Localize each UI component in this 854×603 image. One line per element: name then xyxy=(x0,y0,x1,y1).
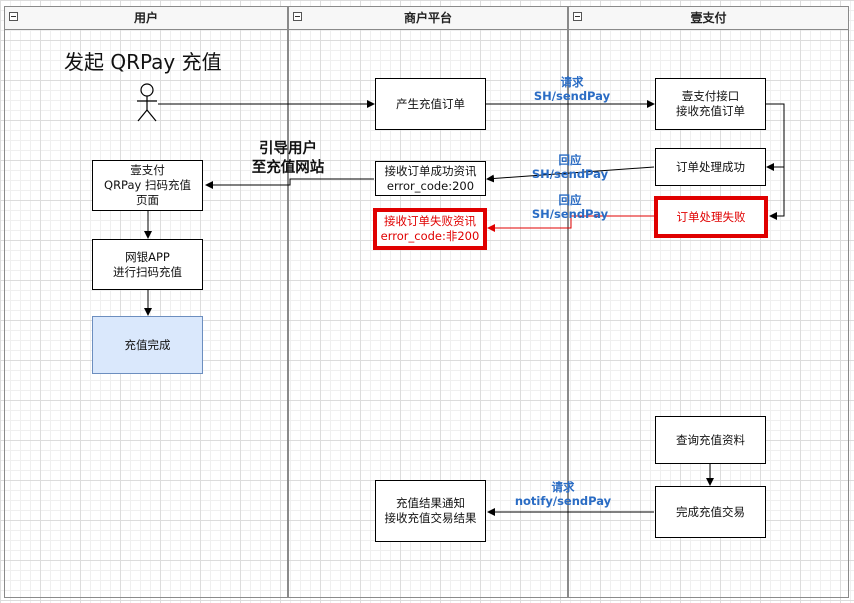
edge-recv-qrpage xyxy=(205,178,374,189)
label-reply-sendpay-success: 回应 SH/sendPay xyxy=(531,153,609,181)
diagram-title: 发起 QRPay 充值 xyxy=(64,50,222,74)
node-query[interactable]: 查询充值资料 xyxy=(655,416,766,464)
label-request-notify: 请求 notify/sendPay xyxy=(514,480,612,508)
collapse-toggle-icon[interactable] xyxy=(573,12,582,21)
lane-title-user: 用户 xyxy=(133,11,158,25)
lane-pay: 壹支付 xyxy=(568,6,849,598)
collapse-toggle-icon[interactable] xyxy=(9,12,18,21)
node-bank-app[interactable]: 网银APP 进行扫码充值 xyxy=(92,239,203,290)
lane-header-merchant: 商户平台 xyxy=(289,7,567,30)
edge-fail-recvfail xyxy=(487,215,654,232)
edge-payapi-fail xyxy=(769,167,785,220)
node-notify[interactable]: 充值结果通知 接收充值交易结果 xyxy=(375,480,486,542)
edge-payapi-success xyxy=(766,103,785,171)
node-order-success[interactable]: 订单处理成功 xyxy=(655,148,766,186)
node-pay-api[interactable]: 壹支付接口 接收充值订单 xyxy=(655,78,766,130)
node-create-order[interactable]: 产生充值订单 xyxy=(375,78,486,130)
label-reply-sendpay-fail: 回应 SH/sendPay xyxy=(531,193,609,221)
edge-success-recv xyxy=(486,166,655,183)
user-actor-icon xyxy=(137,83,157,122)
node-order-fail[interactable]: 订单处理失败 xyxy=(654,196,768,238)
label-guide-user: 引导用户 至充值网站 xyxy=(251,141,325,176)
lane-title-pay: 壹支付 xyxy=(690,11,727,25)
node-recv-fail[interactable]: 接收订单失败资讯 error_code:非200 xyxy=(373,208,487,250)
lane-header-pay: 壹支付 xyxy=(569,7,848,30)
lane-title-merchant: 商户平台 xyxy=(403,11,452,25)
node-recharge-done[interactable]: 充值完成 xyxy=(92,316,203,374)
lane-header-user: 用户 xyxy=(5,7,287,30)
lane-merchant: 商户平台 xyxy=(288,6,568,598)
node-complete-tx[interactable]: 完成充值交易 xyxy=(655,486,766,538)
node-qr-page[interactable]: 壹支付 QRPay 扫码充值 页面 xyxy=(92,160,203,211)
node-recv-success[interactable]: 接收订单成功资讯 error_code:200 xyxy=(375,161,486,196)
collapse-toggle-icon[interactable] xyxy=(293,12,302,21)
lane-user: 用户 xyxy=(4,6,288,598)
label-request-sendpay: 请求 SH/sendPay xyxy=(533,75,611,103)
